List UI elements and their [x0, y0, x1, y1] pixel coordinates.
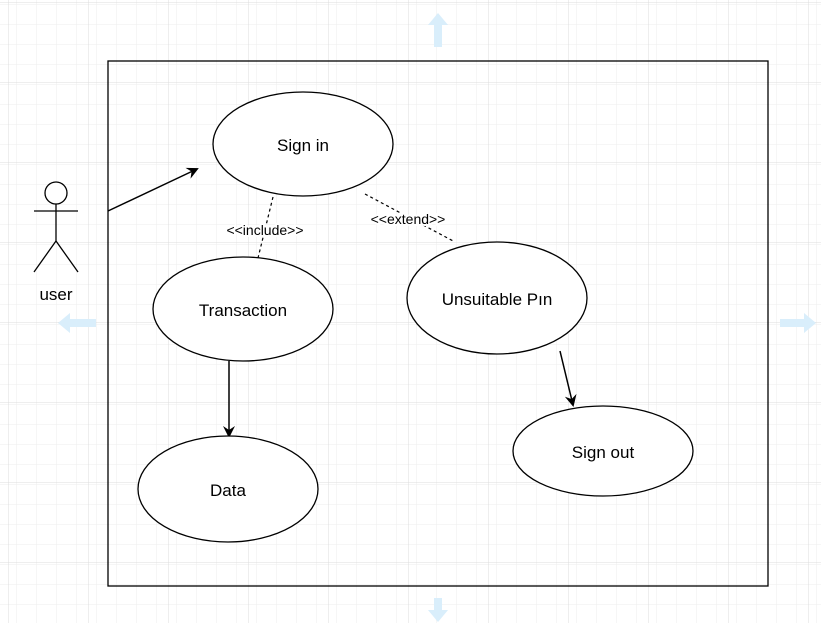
arrow-down-icon[interactable] [428, 598, 448, 622]
use-case-data[interactable]: Data [137, 435, 319, 543]
data-ellipse [137, 435, 319, 543]
actor-right-leg [55, 240, 79, 273]
transaction-ellipse [152, 256, 334, 362]
use-case-sign-in[interactable]: Sign in [212, 91, 394, 197]
actor-label: user [39, 285, 72, 304]
use-case-sign-out[interactable]: Sign out [512, 405, 694, 497]
transaction-label: Transaction [199, 301, 287, 320]
unsuitable-pin-ellipse [406, 241, 588, 355]
actor-user[interactable] [33, 181, 79, 273]
actor-head [44, 181, 68, 205]
actor-left-leg [33, 240, 57, 273]
sign-out-ellipse [512, 405, 694, 497]
system-boundary[interactable] [107, 60, 769, 587]
association-user-signin[interactable] [107, 167, 199, 212]
arrow-right-icon[interactable] [780, 313, 816, 333]
data-label: Data [210, 481, 246, 500]
arrow-left-icon[interactable] [58, 313, 96, 333]
unsuitable-pin-label: Unsuitable Pın [442, 290, 553, 309]
extend-relation[interactable] [364, 193, 456, 243]
sign-out-label: Sign out [572, 443, 635, 462]
extend-label: <<extend>> [371, 211, 446, 227]
include-relation[interactable] [257, 196, 274, 259]
use-case-unsuitable-pin[interactable]: Unsuitable Pın [406, 241, 588, 355]
use-case-transaction[interactable]: Transaction [152, 256, 334, 362]
arrow-up-icon[interactable] [428, 13, 448, 47]
sign-in-label: Sign in [277, 136, 329, 155]
sign-in-ellipse [212, 91, 394, 197]
flow-pin-signout[interactable] [559, 350, 577, 407]
include-label: <<include>> [226, 222, 303, 238]
